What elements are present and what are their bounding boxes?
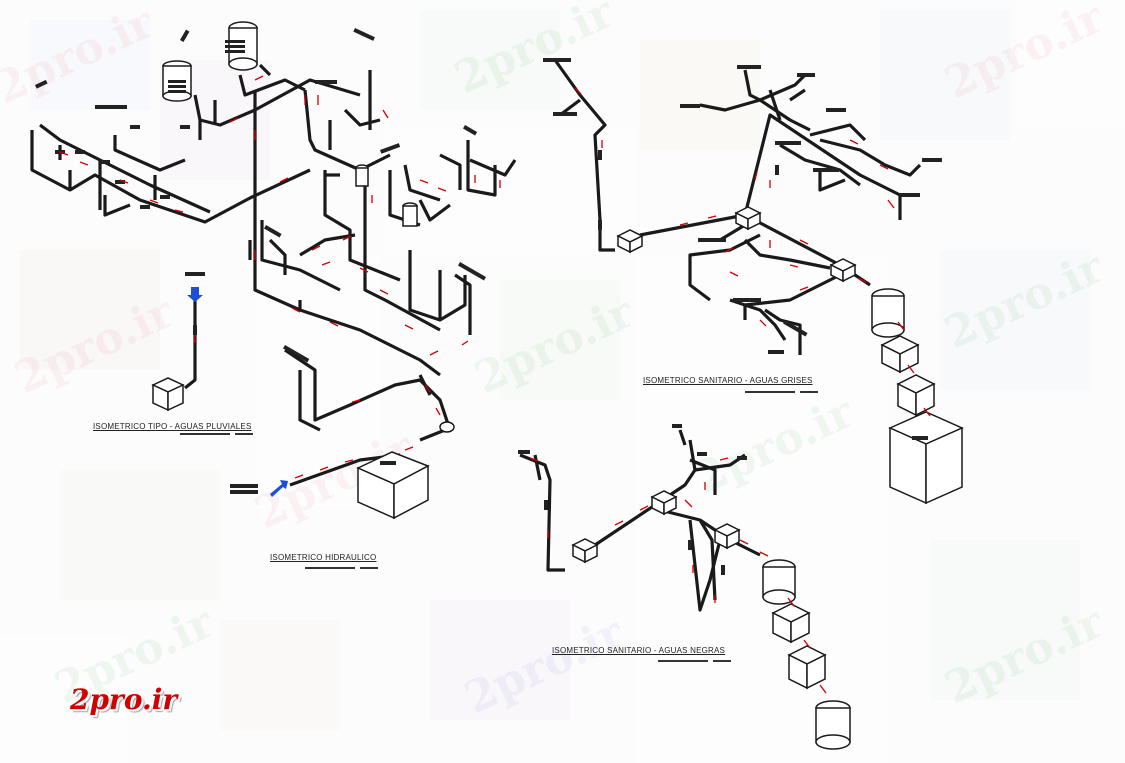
- rain-box: [151, 377, 185, 412]
- label-blocks: [34, 27, 942, 575]
- cistern-box: [356, 421, 455, 520]
- up-arrow-icon: [270, 480, 288, 497]
- negras-boxes: [571, 490, 851, 750]
- entry-arrows: [187, 287, 288, 497]
- flow-arrows: [59, 75, 931, 694]
- caption-negras: ISOMETRICO SANITARIO - AGUAS NEGRAS: [552, 646, 726, 655]
- caption-hidraulico: ISOMETRICO HIDRAULICO: [270, 553, 377, 562]
- down-arrow-icon: [187, 287, 203, 302]
- negras-pipes: [519, 429, 761, 612]
- grises-boxes: [616, 206, 964, 505]
- caption-grises: ISOMETRICO SANITARIO - AGUAS GRISES: [643, 376, 813, 385]
- site-logo: 2pro.ir: [70, 683, 178, 716]
- caption-pluviales: ISOMETRICO TIPO - AGUAS PLUVIALES: [93, 422, 252, 431]
- pluviales-hidraulico-pipes: [30, 63, 517, 487]
- grises-pipes: [553, 59, 922, 355]
